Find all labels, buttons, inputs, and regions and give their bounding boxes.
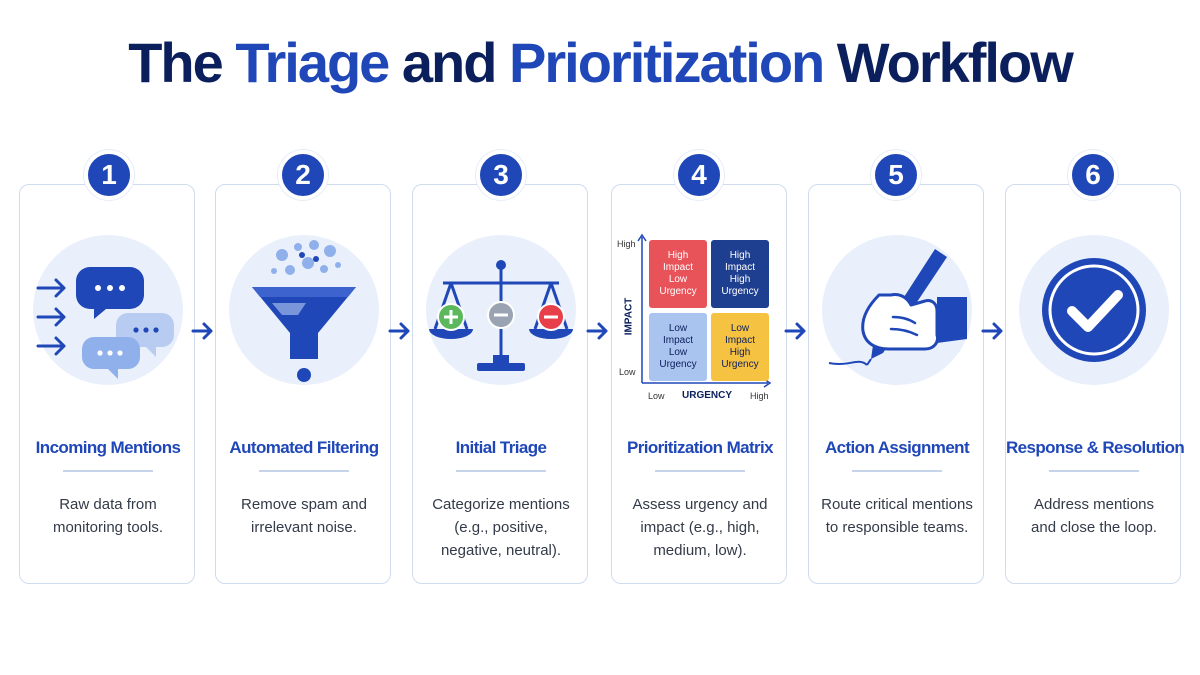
page-title: The Triage and Prioritization Workflow — [0, 30, 1200, 95]
step-2-badge: 2 — [278, 150, 328, 200]
step-2-divider — [259, 470, 349, 472]
step-4-divider — [655, 470, 745, 472]
step-2-title: Automated Filtering — [229, 438, 379, 457]
step-3-title: Initial Triage — [455, 438, 547, 457]
flow-arrow-3-icon — [586, 322, 608, 340]
step-3-divider — [456, 470, 546, 472]
flow-arrow-4-icon — [784, 322, 806, 340]
matrix-x-high-label: High — [750, 391, 769, 401]
step-1-description: Raw data from monitoring tools. — [52, 496, 164, 536]
step-4-badge: 4 — [674, 150, 724, 200]
step-2-description: Remove spam and irrelevant noise. — [241, 496, 367, 536]
step-3-description: Categorize mentions (e.g., positive, neg… — [432, 496, 570, 559]
step-6-divider — [1049, 470, 1139, 472]
funnel-icon — [252, 240, 356, 382]
matrix-cell-high-impact-low-urgency: High Impact Low Urgency — [649, 240, 707, 308]
step-1-card: Incoming Mentions Raw data from monitori… — [19, 184, 195, 584]
title-part-4: Prioritization — [509, 31, 825, 94]
matrix-x-axis-label: URGENCY — [682, 390, 733, 401]
step-1-badge: 1 — [84, 150, 134, 200]
matrix-icon: High Low IMPACT High Impact Low Urgency … — [612, 225, 788, 405]
step-5-description: Route critical mentions to responsible t… — [821, 496, 973, 536]
matrix-x-low-label: Low — [648, 391, 665, 401]
flow-arrow-5-icon — [981, 322, 1003, 340]
matrix-cell-low-impact-high-urgency: Low Impact High Urgency — [711, 313, 769, 381]
step-3-card: Initial Triage Categorize mentions (e.g.… — [412, 184, 588, 584]
step-2-card: Automated Filtering Remove spam and irre… — [215, 184, 391, 584]
matrix-y-high-label: High — [617, 239, 636, 249]
title-part-5: Workflow — [823, 31, 1074, 94]
step-4-card: High Low IMPACT High Impact Low Urgency … — [611, 184, 787, 584]
step-5-card: Action Assignment Route critical mention… — [808, 184, 984, 584]
checkmark-icon — [1042, 258, 1146, 362]
matrix-cell-low-impact-low-urgency: Low Impact Low Urgency — [649, 313, 707, 381]
step-6-title: Response & Resolution — [1006, 438, 1185, 457]
balance-scale-icon — [429, 260, 573, 371]
step-5-divider — [852, 470, 942, 472]
step-4-description: Assess urgency and impact (e.g., high, m… — [632, 496, 768, 559]
chat-bubbles-icon — [36, 267, 174, 379]
step-5-badge: 5 — [871, 150, 921, 200]
matrix-cell-high-impact-high-urgency: High Impact High Urgency — [711, 240, 769, 308]
title-part-1: The — [128, 31, 236, 94]
step-6-description: Address mentions and close the loop. — [1031, 496, 1157, 536]
step-1-title: Incoming Mentions — [35, 438, 181, 457]
title-part-2: Triage — [235, 31, 390, 94]
matrix-y-low-label: Low — [619, 367, 636, 377]
title-part-3: and — [388, 31, 509, 94]
matrix-axes — [637, 233, 772, 388]
flow-arrow-2-icon — [388, 322, 410, 340]
hand-pen-icon — [828, 249, 967, 366]
step-6-card: Response & Resolution Address mentions a… — [1005, 184, 1185, 584]
flow-arrow-1-icon — [191, 322, 213, 340]
step-4-title: Prioritization Matrix — [626, 438, 774, 457]
step-5-title: Action Assignment — [824, 438, 970, 457]
step-6-badge: 6 — [1068, 150, 1118, 200]
step-3-badge: 3 — [476, 150, 526, 200]
step-1-divider — [63, 470, 153, 472]
